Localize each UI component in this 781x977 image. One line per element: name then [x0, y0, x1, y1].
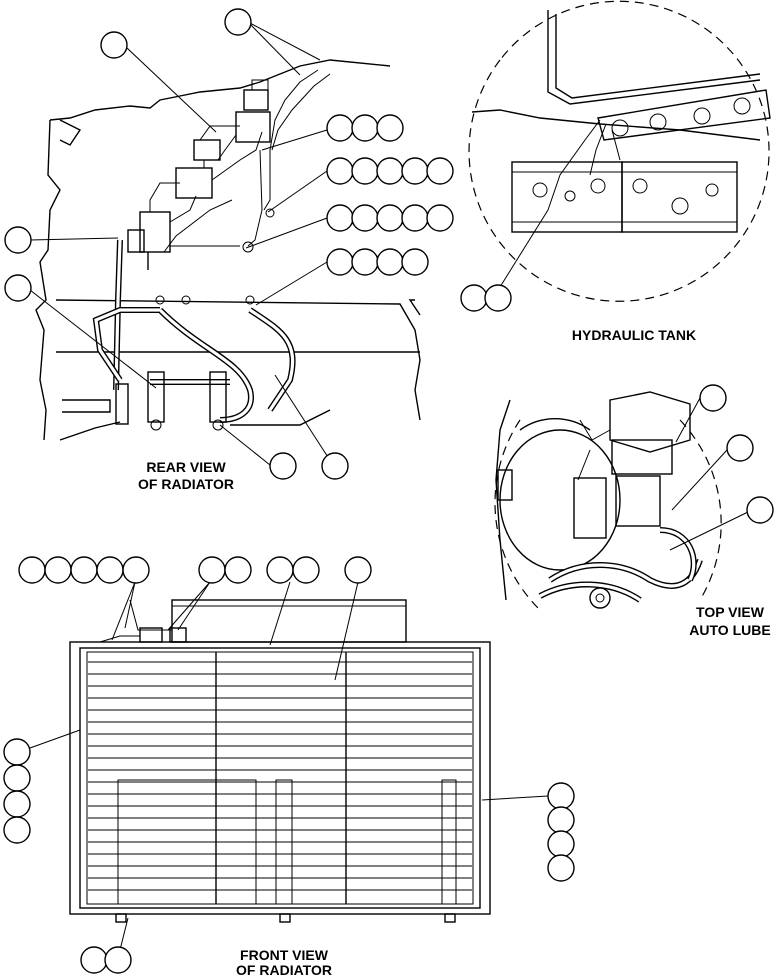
front-view-drawing	[69, 599, 491, 923]
rear-view-title-line1: REAR VIEW	[146, 459, 226, 475]
rear-view-leaders	[29, 21, 334, 466]
front-view-balloons	[3, 556, 575, 974]
front-view-title-line1: FRONT VIEW	[240, 947, 329, 963]
hydraulic-tank-balloons	[460, 284, 512, 312]
auto-lube-detail	[494, 391, 749, 611]
rear-view-drawing	[35, 59, 421, 441]
front-view-leaders	[29, 581, 549, 959]
auto-lube-title-line1: TOP VIEW	[696, 604, 765, 620]
rear-view-balloons	[4, 8, 454, 480]
rear-view-title-line2: OF RADIATOR	[138, 476, 234, 492]
hydraulic-tank-detail	[468, 0, 771, 302]
front-view-title-line2: OF RADIATOR	[236, 962, 332, 977]
hydraulic-tank-title: HYDRAULIC TANK	[572, 327, 696, 343]
radiator-fins	[88, 661, 472, 891]
auto-lube-title-line2: AUTO LUBE	[689, 622, 770, 638]
auto-lube-balloons	[699, 384, 774, 524]
